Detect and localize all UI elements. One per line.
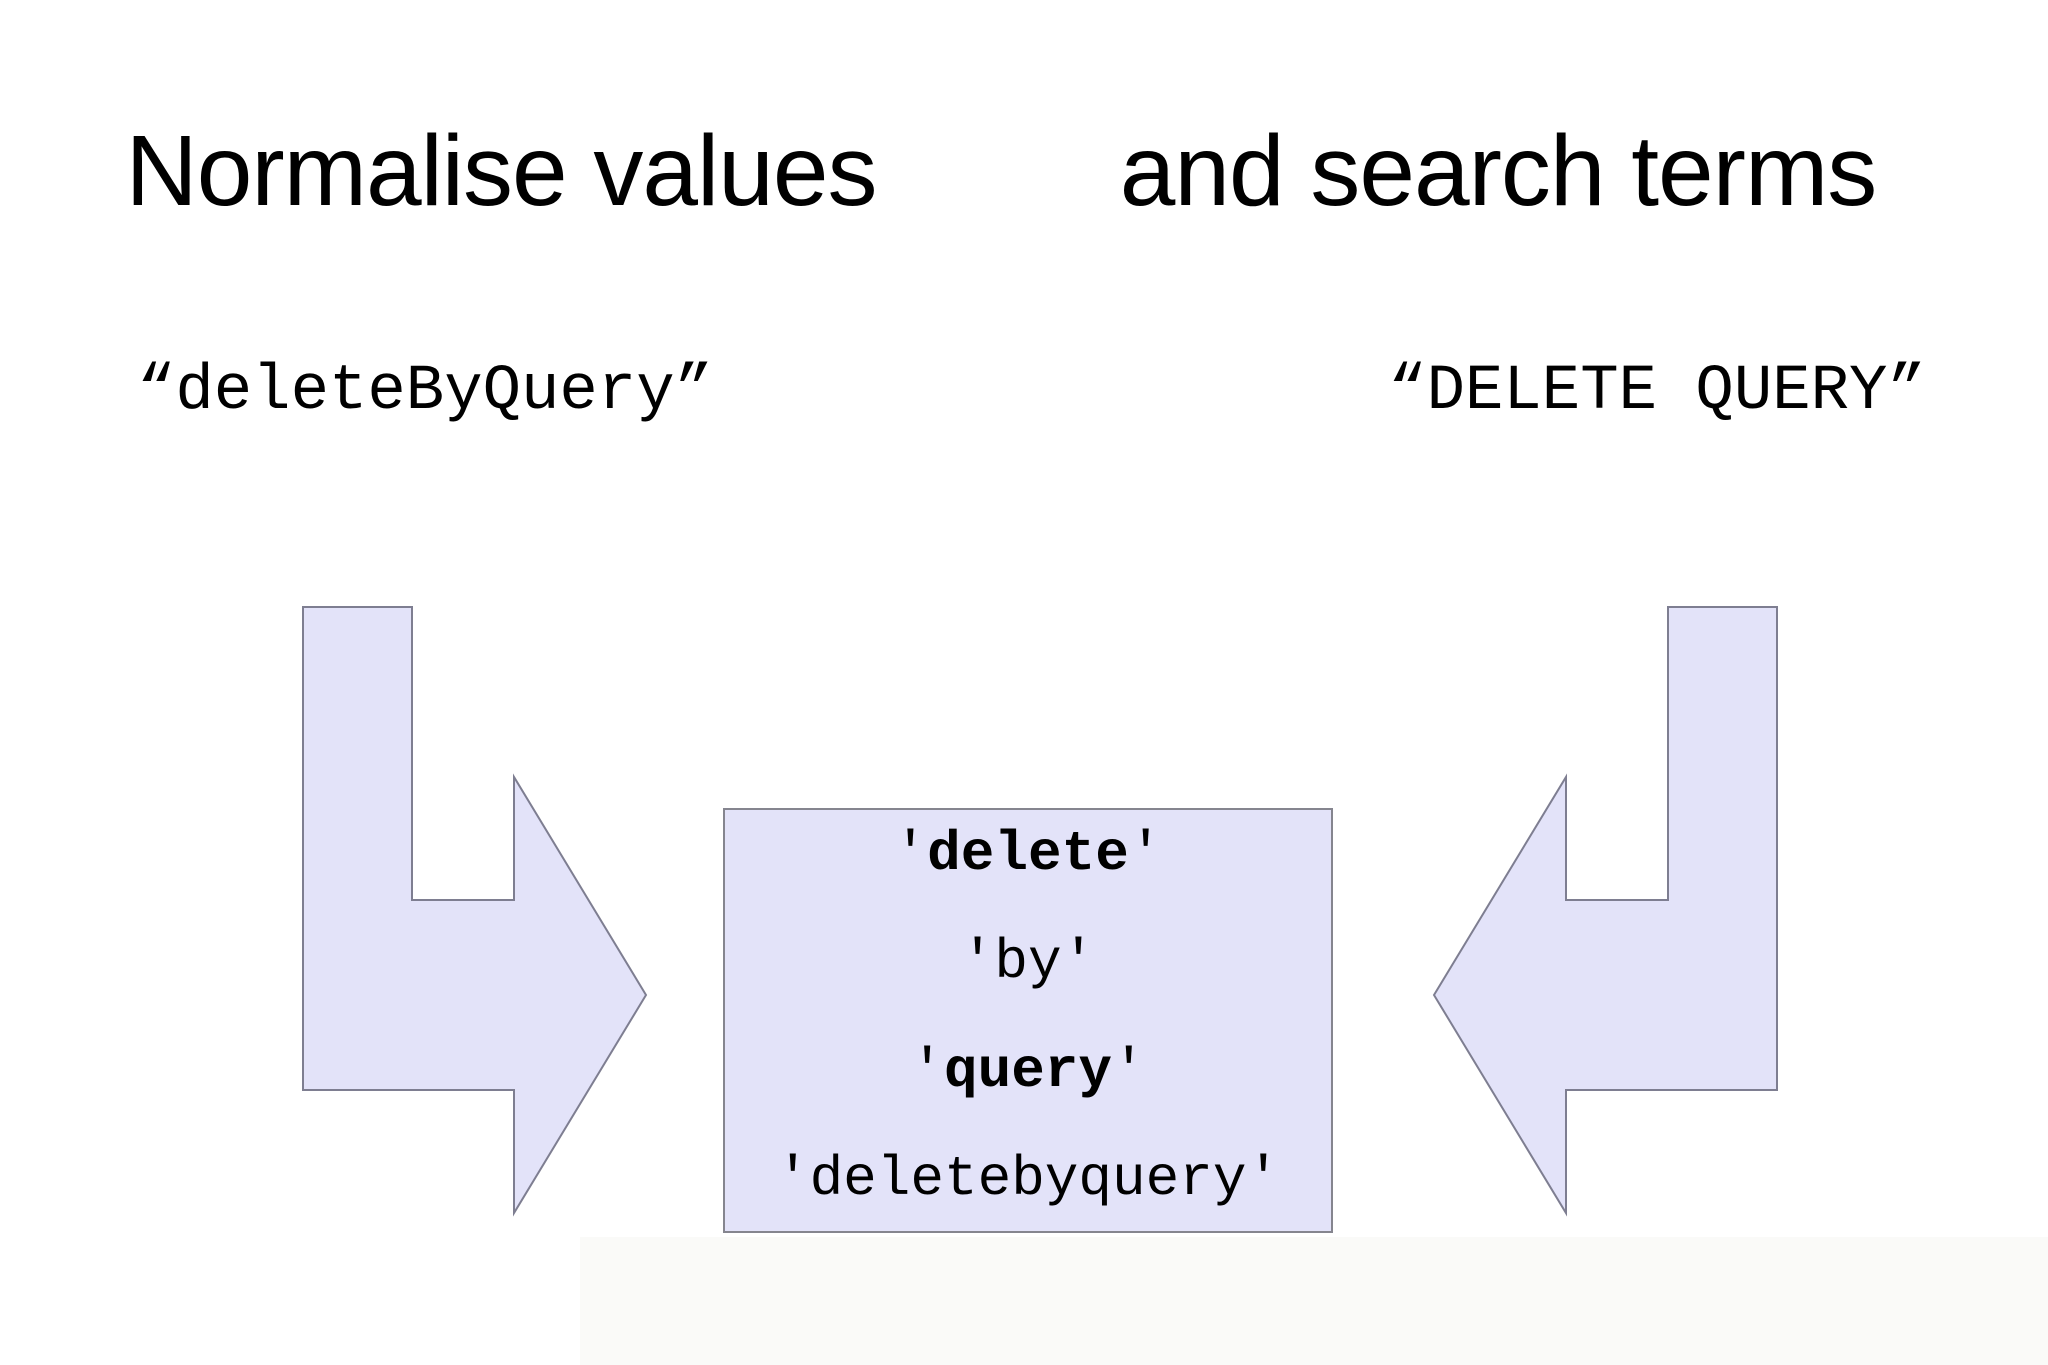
term-word: deletebyquery <box>809 1146 1247 1211</box>
quote-close: ' <box>1061 930 1096 995</box>
term-line: 'by' <box>961 934 1095 990</box>
value-label: “deleteByQuery” <box>136 356 714 428</box>
quote-open: ' <box>893 822 928 886</box>
term-word: delete <box>927 822 1129 886</box>
quote-open: ' <box>910 1038 944 1103</box>
search-term-label: “DELETE QUERY” <box>1388 356 1926 428</box>
left-title: Normalise values <box>125 115 878 227</box>
quote-close: ' <box>1128 822 1163 886</box>
quote-close: ' <box>1112 1038 1146 1103</box>
right-title: and search terms <box>1119 115 1878 227</box>
quote-open: ' <box>960 930 995 995</box>
term-line: 'deletebyquery' <box>776 1151 1280 1207</box>
term-word: query <box>943 1038 1113 1103</box>
term-line: 'query' <box>910 1043 1145 1099</box>
left-bent-arrow-icon <box>302 606 648 1217</box>
right-bent-arrow-icon <box>1432 606 1778 1217</box>
term-word: by <box>994 930 1062 995</box>
term-line: 'delete' <box>894 826 1163 882</box>
bottom-band <box>580 1237 2048 1365</box>
normalised-terms-box: 'delete' 'by' 'query' 'deletebyquery' <box>723 808 1333 1233</box>
quote-close: ' <box>1246 1146 1281 1211</box>
quote-open: ' <box>775 1146 810 1211</box>
